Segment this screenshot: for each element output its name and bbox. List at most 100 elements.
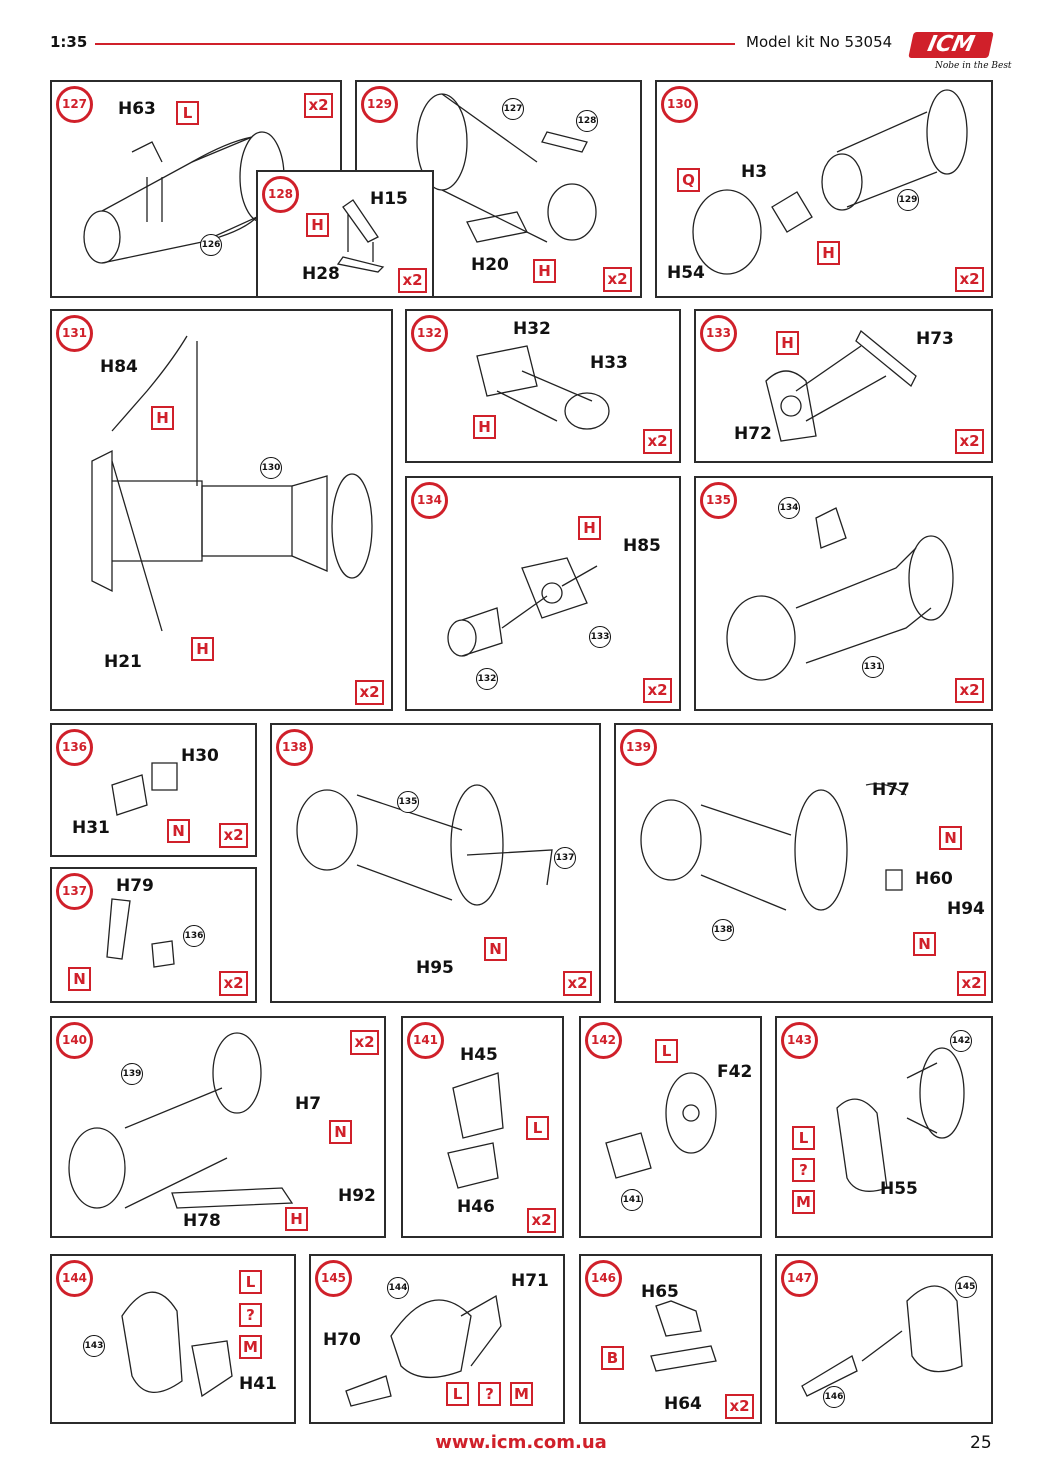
step-141: 141 H45 L H46 x2 <box>401 1016 564 1238</box>
quantity-badge: x2 <box>527 1208 556 1233</box>
paint-code: H <box>285 1207 308 1231</box>
logo-tagline: Nobe in the Best <box>935 61 1012 71</box>
part-label: H28 <box>302 264 340 284</box>
quantity-badge: x2 <box>219 823 248 848</box>
part-label: H85 <box>623 536 661 556</box>
paint-code: H <box>533 259 556 283</box>
assembly-ref: 136 <box>183 925 205 947</box>
step-number: 127 <box>56 86 93 123</box>
paint-code: H <box>776 331 799 355</box>
icm-logo: ICM Nobe in the Best <box>905 30 1012 78</box>
quantity-badge: x2 <box>304 93 333 118</box>
step-138: 138 135 137 N H95 x2 <box>270 723 601 1003</box>
step-number: 132 <box>411 315 448 352</box>
paint-code: M <box>510 1382 533 1406</box>
quantity-badge: x2 <box>955 678 984 703</box>
step-number: 133 <box>700 315 737 352</box>
part-label: H31 <box>72 818 110 838</box>
step-144: 144 L ? 143 M H41 <box>50 1254 296 1424</box>
part-label: H21 <box>104 652 142 672</box>
quantity-badge: x2 <box>398 268 427 293</box>
assembly-ref: 139 <box>121 1063 143 1085</box>
part-label: H84 <box>100 357 138 377</box>
assembly-ref: 129 <box>897 189 919 211</box>
step-130-illustration <box>692 89 968 275</box>
paint-code: H <box>306 213 329 237</box>
quantity-badge: x2 <box>603 267 632 292</box>
step-number: 128 <box>262 176 299 213</box>
paint-code: H <box>578 516 601 540</box>
quantity-badge: x2 <box>957 971 986 996</box>
paint-code: ? <box>239 1303 262 1327</box>
part-label: H78 <box>183 1211 221 1231</box>
paint-code: H <box>817 241 840 265</box>
part-label: H94 <box>947 899 985 919</box>
quantity-badge: x2 <box>955 429 984 454</box>
part-label: H41 <box>239 1374 277 1394</box>
part-label: H45 <box>460 1045 498 1065</box>
part-label: H95 <box>416 958 454 978</box>
step-number: 140 <box>56 1022 93 1059</box>
part-label: H71 <box>511 1271 549 1291</box>
paint-code: Q <box>677 168 700 192</box>
assembly-ref: 143 <box>83 1335 105 1357</box>
paint-code: L <box>239 1270 262 1294</box>
step-number: 143 <box>781 1022 818 1059</box>
scale-label: 1:35 <box>50 33 88 51</box>
assembly-ref: 128 <box>576 110 598 132</box>
step-143: 143 142 L ? H55 M <box>775 1016 993 1238</box>
paint-code: N <box>484 937 507 961</box>
assembly-ref: 130 <box>260 457 282 479</box>
part-label: H63 <box>118 99 156 119</box>
step-number: 145 <box>315 1260 352 1297</box>
assembly-ref: 144 <box>387 1277 409 1299</box>
assembly-ref: 134 <box>778 497 800 519</box>
assembly-ref: 145 <box>955 1276 977 1298</box>
step-132: 132 H32 H33 H x2 <box>405 309 681 463</box>
paint-code: N <box>939 826 962 850</box>
paint-code: L <box>792 1126 815 1150</box>
part-label: H72 <box>734 424 772 444</box>
part-label: H7 <box>295 1094 322 1114</box>
quantity-badge: x2 <box>643 678 672 703</box>
part-label: H60 <box>915 869 953 889</box>
assembly-ref: 127 <box>502 98 524 120</box>
step-number: 138 <box>276 729 313 766</box>
assembly-ref: 132 <box>476 668 498 690</box>
step-140: 140 x2 139 H7 N H92 H78 H <box>50 1016 386 1238</box>
step-128: 128 H15 H H28 x2 <box>256 170 434 298</box>
part-label: H70 <box>323 1330 361 1350</box>
website-link[interactable]: www.icm.com.ua <box>435 1432 607 1453</box>
paint-code: L <box>176 101 199 125</box>
assembly-ref: 138 <box>712 919 734 941</box>
part-label: H55 <box>880 1179 918 1199</box>
part-label: H64 <box>664 1394 702 1414</box>
step-139-illustration <box>640 783 907 911</box>
step-137: 137 H79 136 N x2 <box>50 867 257 1003</box>
step-number: 146 <box>585 1260 622 1297</box>
step-number: 147 <box>781 1260 818 1297</box>
step-number: 134 <box>411 482 448 519</box>
step-131: 131 H84 H 130 H H21 x2 <box>50 309 393 711</box>
part-label: H33 <box>590 353 628 373</box>
paint-code: ? <box>792 1158 815 1182</box>
quantity-badge: x2 <box>219 971 248 996</box>
step-number: 135 <box>700 482 737 519</box>
paint-code: M <box>239 1335 262 1359</box>
part-label: H32 <box>513 319 551 339</box>
paint-code: H <box>151 406 174 430</box>
paint-code: H <box>191 637 214 661</box>
paint-code: N <box>329 1120 352 1144</box>
step-number: 141 <box>407 1022 444 1059</box>
page-number: 25 <box>970 1433 992 1453</box>
part-label: F42 <box>717 1062 753 1082</box>
assembly-ref: 126 <box>200 234 222 256</box>
step-134: 134 H H85 133 132 x2 <box>405 476 681 711</box>
step-136: 136 H30 H31 N x2 <box>50 723 257 857</box>
step-135: 135 134 131 x2 <box>694 476 993 711</box>
quantity-badge: x2 <box>350 1030 379 1055</box>
part-label: H46 <box>457 1197 495 1217</box>
part-label: H77 <box>872 780 910 800</box>
step-number: 130 <box>661 86 698 123</box>
step-number: 129 <box>361 86 398 123</box>
